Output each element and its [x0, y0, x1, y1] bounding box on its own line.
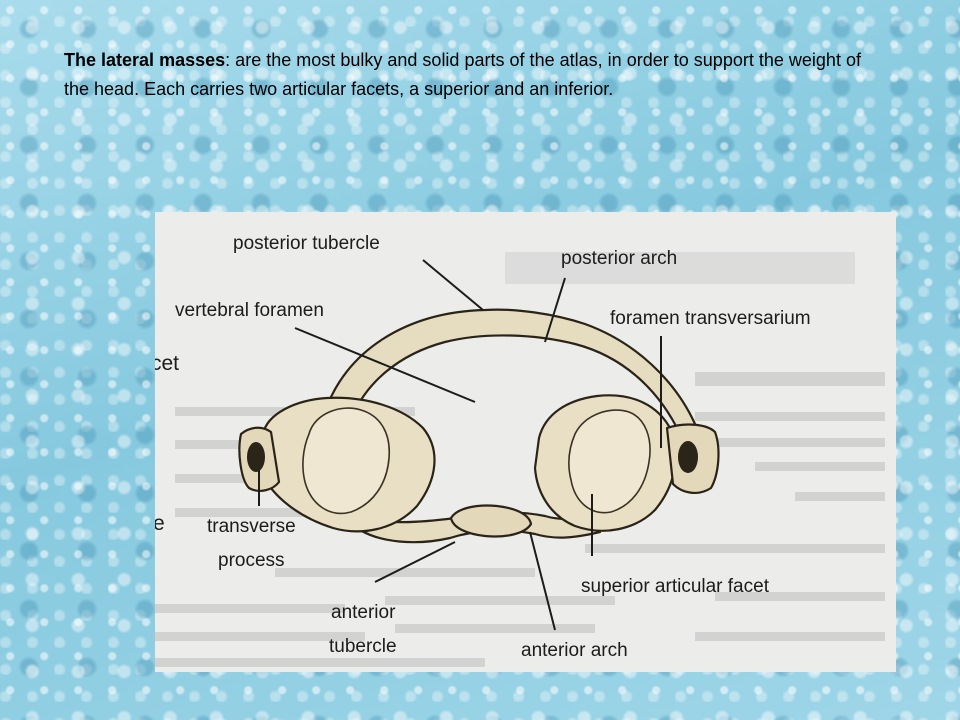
leader-vertebral-foramen: [294, 327, 476, 403]
ghost-line-13: [385, 596, 615, 605]
ghost-line-15: [155, 632, 365, 641]
label-anterior-line1: anterior: [331, 602, 396, 623]
leader-anterior-tubercle: [374, 541, 456, 583]
leader-lines: [258, 259, 662, 631]
label-posterior-tubercle: posterior tubercle: [233, 233, 380, 254]
label-anterior-arch: anterior arch: [521, 640, 628, 661]
leader-posterior-tubercle: [422, 259, 484, 311]
ghost-line-1: [695, 372, 885, 386]
superior-articular-facets: [302, 407, 651, 515]
label-posterior-arch: posterior arch: [561, 248, 677, 269]
caption-text: : are the most bulky and solid parts of …: [64, 50, 861, 99]
ghost-band: [505, 252, 855, 284]
label-superior-articular-facet: superior articular facet: [581, 576, 770, 597]
left-superior-facet: [302, 407, 391, 515]
leader-anterior-arch: [529, 531, 556, 631]
left-foramen-transversarium: [247, 442, 265, 472]
label-anterior-line2: tubercle: [329, 636, 397, 657]
label-foramen-transversarium: foramen transversarium: [610, 308, 811, 329]
diagram-labels: posterior tubercle posterior arch verteb…: [155, 233, 811, 661]
right-foramen-transversarium: [678, 441, 698, 473]
ghost-line-8: [175, 508, 315, 517]
ghost-line-12: [155, 604, 345, 613]
caption-paragraph: The lateral masses: are the most bulky a…: [64, 46, 861, 104]
caption-term: The lateral masses: [64, 50, 226, 70]
edge-text-cet: cet: [155, 352, 179, 375]
label-transverse-line1: transverse: [207, 516, 296, 537]
ghost-line-3: [695, 412, 885, 421]
anterior-tubercle-shape: [449, 504, 533, 538]
right-superior-facet: [568, 409, 651, 514]
atlas-diagram: posterior tubercle posterior arch verteb…: [155, 212, 896, 672]
background-bleed-through: [155, 252, 885, 667]
label-transverse-line2: process: [218, 550, 285, 571]
leader-posterior-arch: [544, 277, 566, 343]
ghost-line-10: [275, 568, 535, 577]
transverse-foramina: [247, 441, 698, 473]
atlas-illustration: posterior tubercle posterior arch verteb…: [155, 233, 885, 667]
ghost-line-14: [715, 592, 885, 601]
ghost-line-16: [395, 624, 595, 633]
label-vertebral-foramen: vertebral foramen: [175, 300, 324, 321]
edge-text-e: e: [155, 512, 165, 535]
ghost-line-11: [585, 544, 885, 553]
ghost-line-7: [755, 462, 885, 471]
ghost-line-5: [715, 438, 885, 447]
ghost-line-17: [695, 632, 885, 641]
atlas-bone: [238, 308, 720, 544]
ghost-line-9: [795, 492, 885, 501]
ghost-line-18: [155, 658, 485, 667]
